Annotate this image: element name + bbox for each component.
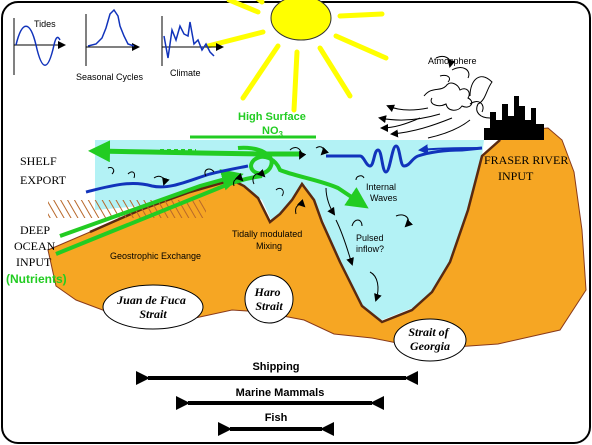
shipping-label: Shipping bbox=[252, 361, 299, 373]
mixing-loop-arrow bbox=[237, 145, 369, 209]
geostrophic-exchange-label: Geostrophic Exchange bbox=[110, 251, 201, 261]
city-skyline-icon bbox=[484, 96, 544, 140]
seasonal-cycles-label: Seasonal Cycles bbox=[76, 72, 144, 82]
high-surface-label: High Surface bbox=[238, 111, 306, 123]
no3-label: NO3 bbox=[262, 125, 284, 139]
nutrients-label: (Nutrients) bbox=[6, 272, 67, 286]
atmosphere-swirls bbox=[378, 55, 493, 139]
juan-de-fuca-oval bbox=[102, 284, 204, 330]
tides-label: Tides bbox=[34, 19, 56, 29]
fraser-river-label: FRASER RIVER INPUT bbox=[484, 153, 571, 183]
atmosphere-label: Atmosphere bbox=[428, 56, 477, 66]
shelf-export-arrow bbox=[88, 140, 302, 163]
fish-label: Fish bbox=[265, 412, 288, 424]
haro-oval bbox=[244, 274, 294, 324]
haro-strait-label: Haro Strait bbox=[253, 285, 283, 313]
deep-ocean-input-label: DEEP OCEAN INPUT bbox=[14, 223, 58, 269]
seasonal-cycles-inset bbox=[85, 8, 140, 66]
sun-icon bbox=[205, 0, 389, 113]
surface-outflow-line bbox=[85, 164, 249, 194]
shelf-hatch bbox=[48, 200, 206, 218]
juan-de-fuca-label: Juan de Fuca Strait bbox=[116, 293, 189, 321]
water-body bbox=[95, 140, 484, 320]
georgia-oval bbox=[393, 318, 467, 362]
climate-label: Climate bbox=[170, 68, 201, 78]
climate-inset bbox=[161, 16, 224, 66]
shelf-export-label: SHELF EXPORT bbox=[20, 154, 67, 187]
deep-ocean-input-arrow-2 bbox=[59, 169, 244, 238]
strait-of-georgia-label: Strait of Georgia bbox=[408, 325, 451, 353]
marine-mammals-label: Marine Mammals bbox=[236, 387, 325, 399]
internal-waves-label: Internal Waves bbox=[366, 182, 399, 203]
tides-inset bbox=[13, 18, 66, 75]
pulsed-inflow-label: Pulsed inflow? bbox=[356, 233, 386, 254]
internal-waves-line bbox=[326, 144, 483, 174]
tidal-mixing-label: Tidally modulated Mixing bbox=[232, 229, 305, 251]
river-plume-arrow bbox=[418, 144, 483, 155]
eddy-arrows bbox=[107, 146, 414, 302]
